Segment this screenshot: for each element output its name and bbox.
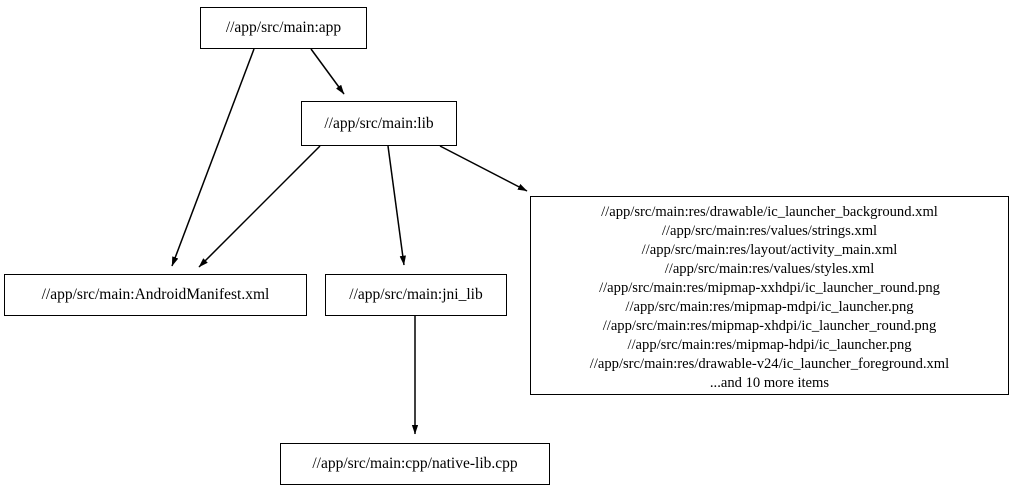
node-lib[interactable]: //app/src/main:lib	[301, 101, 457, 146]
node-res-group-line-7: //app/src/main:res/mipmap-xhdpi/ic_launc…	[602, 318, 937, 335]
node-res-group-more-items: ...and 10 more items	[709, 375, 830, 392]
node-jni-lib-label: //app/src/main:jni_lib	[349, 286, 483, 304]
node-res-group-line-5: //app/src/main:res/mipmap-xxhdpi/ic_laun…	[599, 280, 940, 297]
node-cpp-native-lib-label: //app/src/main:cpp/native-lib.cpp	[312, 455, 518, 473]
node-res-group-line-9: //app/src/main:res/drawable-v24/ic_launc…	[589, 356, 950, 373]
node-res-group-line-2: //app/src/main:res/values/strings.xml	[661, 223, 878, 240]
node-res-group-line-6: //app/src/main:res/mipmap-mdpi/ic_launch…	[625, 299, 914, 316]
node-jni-lib[interactable]: //app/src/main:jni_lib	[325, 274, 507, 316]
node-lib-label: //app/src/main:lib	[324, 114, 434, 132]
node-android-manifest[interactable]: //app/src/main:AndroidManifest.xml	[4, 274, 307, 316]
node-res-group-line-1: //app/src/main:res/drawable/ic_launcher_…	[601, 204, 938, 220]
node-app[interactable]: //app/src/main:app	[200, 7, 367, 49]
node-res-group-line-4: //app/src/main:res/values/styles.xml	[664, 261, 875, 278]
node-res-group-line-8: //app/src/main:res/mipmap-hdpi/ic_launch…	[627, 337, 912, 354]
node-android-manifest-label: //app/src/main:AndroidManifest.xml	[41, 286, 270, 304]
node-res-group[interactable]: //app/src/main:res/drawable/ic_launcher_…	[530, 196, 1009, 395]
node-res-group-line-3: //app/src/main:res/layout/activity_main.…	[641, 242, 898, 259]
edge-lib-to-manifest	[198, 145, 321, 268]
edge-lib-to-jni-lib	[387, 145, 406, 266]
node-cpp-native-lib[interactable]: //app/src/main:cpp/native-lib.cpp	[280, 443, 550, 485]
edge-app-to-lib	[310, 48, 345, 95]
edge-app-to-manifest	[171, 48, 255, 267]
node-app-label: //app/src/main:app	[225, 19, 342, 37]
edge-lib-to-res-group	[439, 145, 528, 192]
